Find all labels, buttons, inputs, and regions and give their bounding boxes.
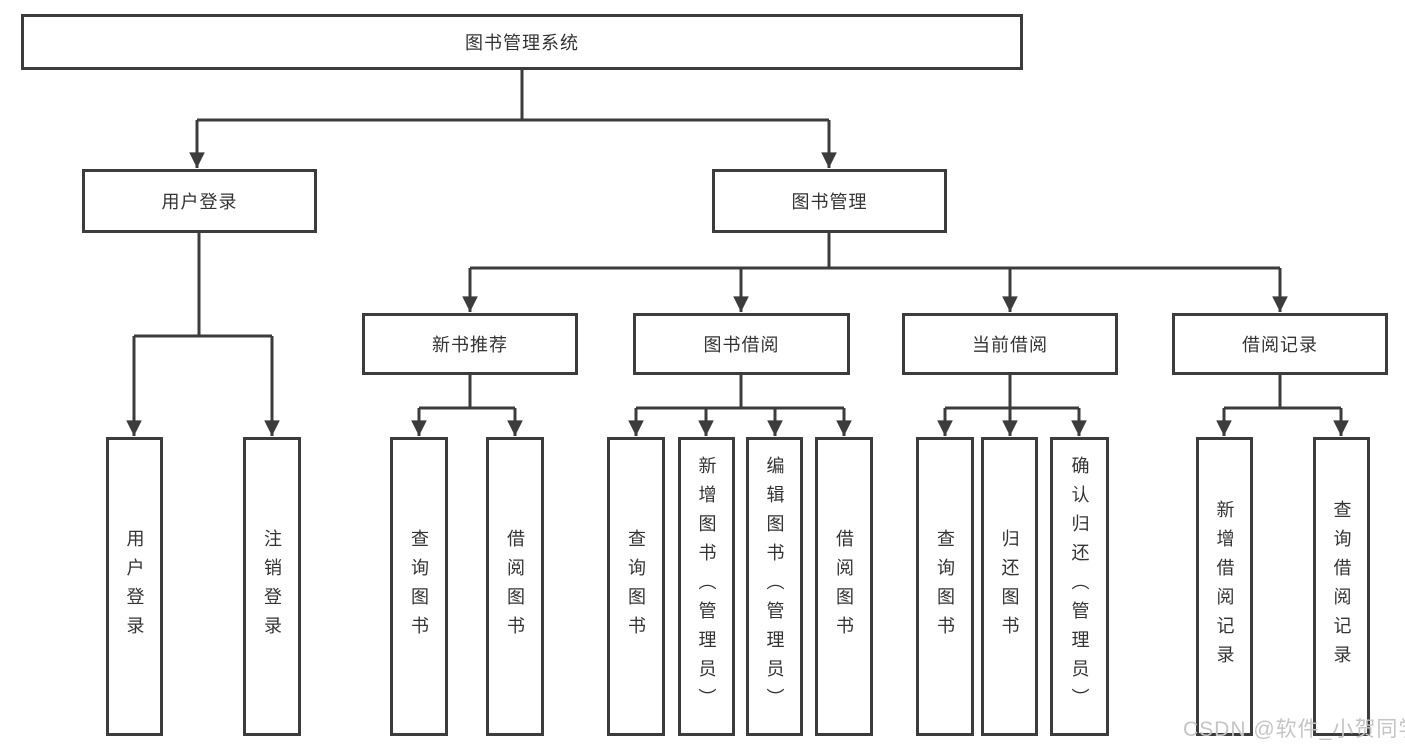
node-current-borrow: 当前借阅 xyxy=(902,313,1118,375)
node-user-login-label: 用户登录 xyxy=(161,192,238,212)
leaf-recommend-query-books: 查询图书 xyxy=(390,437,448,736)
node-book-management: 图书管理 xyxy=(712,169,947,233)
leaf-recommend-query-books-label: 查询图书 xyxy=(409,528,429,645)
connector-spines xyxy=(134,70,1341,410)
leaf-recommend-borrow-books: 借阅图书 xyxy=(486,437,544,736)
leaf-borrow-borrow-books-label: 借阅图书 xyxy=(834,528,854,645)
leaf-logout: 注销登录 xyxy=(243,437,301,736)
node-user-login: 用户登录 xyxy=(82,169,317,233)
node-new-book-recommend: 新书推荐 xyxy=(362,313,578,375)
leaf-user-login: 用户登录 xyxy=(106,437,163,736)
csdn-watermark: CSDN @软件_小贺同学 xyxy=(1183,718,1405,741)
leaf-borrow-query-books-label: 查询图书 xyxy=(626,528,646,645)
leaf-current-query-books-label: 查询图书 xyxy=(935,528,955,645)
leaf-borrow-query-books: 查询图书 xyxy=(607,437,665,736)
leaf-edit-book-admin: 编辑图书（管理员） xyxy=(746,437,803,736)
leaf-confirm-return-admin: 确认归还（管理员） xyxy=(1050,437,1109,736)
leaf-logout-label: 注销登录 xyxy=(262,528,282,645)
leaf-recommend-borrow-books-label: 借阅图书 xyxy=(505,528,525,645)
node-book-borrow: 图书借阅 xyxy=(633,313,850,375)
leaf-return-book: 归还图书 xyxy=(981,437,1038,736)
leaf-query-borrow-record: 查询借阅记录 xyxy=(1313,437,1370,736)
leaf-add-borrow-record-label: 新增借阅记录 xyxy=(1214,499,1235,674)
leaf-current-query-books: 查询图书 xyxy=(916,437,974,736)
node-book-borrow-label: 图书借阅 xyxy=(703,335,780,355)
leaf-return-book-label: 归还图书 xyxy=(999,528,1020,645)
leaf-confirm-return-admin-label: 确认归还（管理员） xyxy=(1069,456,1090,717)
leaf-add-borrow-record: 新增借阅记录 xyxy=(1196,437,1253,736)
node-book-management-label: 图书管理 xyxy=(791,192,868,212)
leaf-add-book-admin: 新增图书（管理员） xyxy=(678,437,735,736)
node-new-book-recommend-label: 新书推荐 xyxy=(432,335,508,355)
leaf-add-book-admin-label: 新增图书（管理员） xyxy=(696,456,717,717)
node-root: 图书管理系统 xyxy=(21,14,1023,70)
node-borrow-records-label: 借阅记录 xyxy=(1242,335,1318,355)
leaf-query-borrow-record-label: 查询借阅记录 xyxy=(1331,499,1352,674)
leaf-edit-book-admin-label: 编辑图书（管理员） xyxy=(764,456,785,717)
node-current-borrow-label: 当前借阅 xyxy=(972,335,1048,355)
node-root-label: 图书管理系统 xyxy=(465,33,579,53)
leaf-user-login-label: 用户登录 xyxy=(124,528,145,645)
leaf-borrow-borrow-books: 借阅图书 xyxy=(815,437,873,736)
node-borrow-records: 借阅记录 xyxy=(1172,313,1388,375)
